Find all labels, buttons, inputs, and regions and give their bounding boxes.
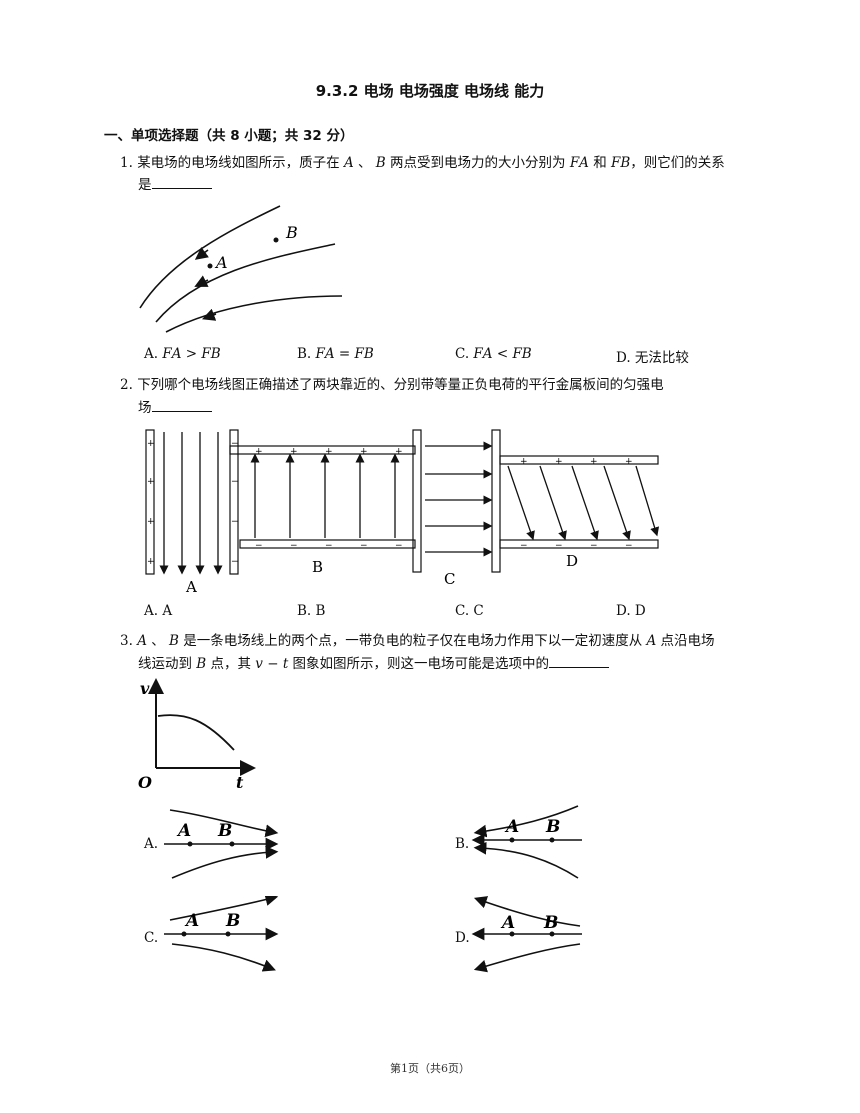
svg-text:−: − [555,541,563,551]
q3-option-a-figure: A B [164,809,279,879]
q2-option-a[interactable]: A. A [144,603,173,619]
svg-text:+: + [360,447,368,457]
svg-text:+: + [255,447,263,457]
svg-text:−: − [395,541,403,551]
svg-text:−: − [590,541,598,551]
figure-b-label: B [312,558,323,576]
page-footer: 第1页（共6页） [390,1062,470,1075]
answer-blank[interactable] [151,174,212,189]
svg-text:A: A [176,821,191,841]
svg-text:B: B [543,913,558,933]
q1-option-b[interactable]: B. 𝐹𝐴 = 𝐹𝐵 [297,346,374,362]
point-a-label: A [214,253,228,272]
svg-text:−: − [231,517,239,527]
answer-blank[interactable] [549,653,610,668]
figure-b: + + + + + − − − − − B [229,445,416,576]
svg-text:A: A [184,911,199,931]
svg-text:−: − [360,541,368,551]
svg-text:−: − [625,541,633,551]
svg-text:+: + [590,457,598,467]
svg-text:+: + [147,557,155,567]
question-1: 1. 某电场的电场线如图所示，质子在 𝐴 、 𝐵 两点受到电场力的大小分别为 𝐹… [120,152,770,174]
figure-c: C [412,429,501,588]
t-axis-label: t [236,773,244,792]
q3-option-a[interactable]: A. [144,836,159,852]
question-3-line2: 线运动到 𝐵 点，其 𝑣 − 𝑡 图象如图所示，则这一电场可能是选项中的 [138,653,610,675]
question-1-text-line1: 某电场的电场线如图所示，质子在 𝐴 、 𝐵 两点受到电场力的大小分别为 𝐹𝐴 和… [137,155,725,171]
q1-field-lines-figure: A B [139,205,343,333]
figure-a: + + + + − − − − A [145,429,239,596]
svg-text:−: − [290,541,298,551]
figure-d: + + + + − − − − D [499,455,660,570]
velocity-curve [157,714,235,751]
question-2-line2: 场 [138,397,212,419]
question-2: 2. 下列哪个电场线图正确描述了两块靠近的、分别带等量正负电荷的平行金属板间的匀… [120,374,770,396]
question-2-number: 2. [120,377,133,393]
q3-option-d-figure: A B [471,896,582,973]
svg-text:+: + [325,447,333,457]
svg-text:−: − [255,541,263,551]
q2-plates-figure: + + + + − − − − A + + + + + − − − − − B C + + + + − − − − [145,429,660,596]
svg-text:−: − [231,557,239,567]
svg-text:+: + [625,457,633,467]
origin-label: O [138,773,152,792]
point-b [273,237,279,243]
q1-option-a[interactable]: A. 𝐹𝐴 > 𝐹𝐵 [144,346,221,362]
svg-text:+: + [395,447,403,457]
q3-option-c[interactable]: C. [144,930,159,946]
figure-d-label: D [566,552,578,570]
field-line-2 [155,243,336,323]
figure-a-label: A [185,578,197,596]
question-1-number: 1. [120,155,133,171]
q3-option-c-figure: A B [164,896,279,972]
q3-option-b[interactable]: B. [455,836,470,852]
svg-text:A: A [500,913,515,933]
section-heading: 一、单项选择题（共 8 小题；共 32 分） [104,128,354,144]
svg-text:A: A [504,817,519,837]
page-title: 9.3.2 电场 电场强度 电场线 能力 [315,82,545,100]
question-1-text-line2: 是 [138,177,152,193]
svg-text:+: + [555,457,563,467]
q1-option-d[interactable]: D. 无法比较 [616,350,689,366]
point-a [207,263,213,269]
question-3-number: 3. [120,633,133,649]
vt-graph: v O t [138,678,256,792]
field-line-1 [139,205,281,309]
question-3-text-line2: 线运动到 𝐵 点，其 𝑣 − 𝑡 图象如图所示，则这一电场可能是选项中的 [138,656,550,672]
svg-text:−: − [520,541,528,551]
svg-text:B: B [217,821,232,841]
point-b-label: B [285,223,298,242]
svg-text:B: B [225,911,240,931]
answer-blank[interactable] [151,397,212,412]
question-2-text-line2: 场 [138,400,152,416]
question-2-text-line1: 下列哪个电场线图正确描述了两块靠近的、分别带等量正负电荷的平行金属板间的匀强电 [137,377,664,393]
svg-text:+: + [147,517,155,527]
q2-option-c[interactable]: C. C [455,603,484,619]
svg-text:+: + [520,457,528,467]
svg-text:−: − [231,477,239,487]
q3-option-b-figure: A B [471,805,582,879]
q2-option-d[interactable]: D. D [616,603,646,619]
figure-c-label: C [444,570,455,588]
q1-option-c[interactable]: C. 𝐹𝐴 < 𝐹𝐵 [455,346,532,362]
q2-option-b[interactable]: B. B [297,603,326,619]
svg-text:−: − [231,439,239,449]
v-axis-label: v [140,679,150,698]
svg-text:+: + [290,447,298,457]
svg-text:B: B [545,817,560,837]
svg-text:+: + [147,439,155,449]
field-line-3 [165,295,343,333]
svg-text:+: + [147,477,155,487]
question-3-text-line1: 𝐴 、 𝐵 是一条电场线上的两个点，一带负电的粒子仅在电场力作用下以一定初速度从… [137,633,715,649]
q3-option-d[interactable]: D. [455,930,470,946]
svg-text:−: − [325,541,333,551]
question-3: 3. 𝐴 、 𝐵 是一条电场线上的两个点，一带负电的粒子仅在电场力作用下以一定初… [120,630,770,652]
question-1-line2: 是 [138,174,212,196]
